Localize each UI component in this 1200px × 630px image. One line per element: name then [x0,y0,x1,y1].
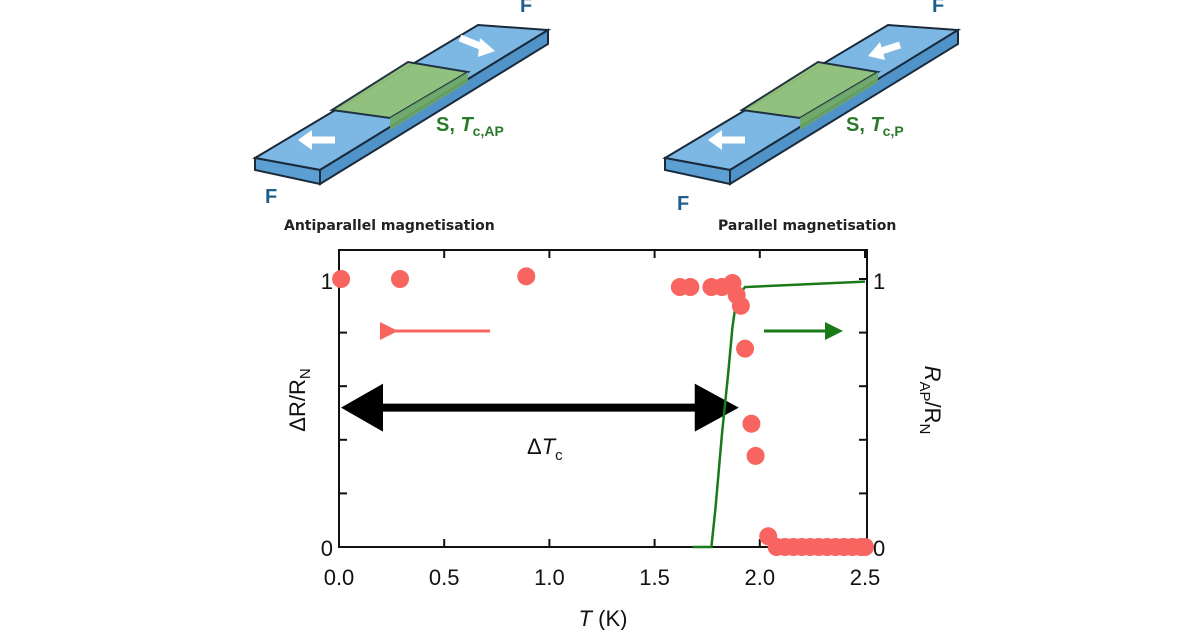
chart: 0.0 0.5 1.0 1.5 2.0 2.5 ΔTc 1 0 1 0 ΔR/RN RAP… [285,249,945,630]
ytick-right-0: 0 [873,536,885,561]
f-label-top: F [932,0,944,17]
data-point [391,270,410,288]
data-point [332,270,351,288]
delta-tc-arrow [341,383,739,432]
parallel-illustration: F F S, Tc,P Parallel magnetisation [662,0,962,234]
xtick-label: 0.5 [429,565,460,590]
y-right-label: RAP/RN [916,366,945,435]
plot-frame [338,249,868,548]
f-label-top: F [520,0,532,17]
ytick-left-1: 1 [321,269,333,294]
delta-tc-label: ΔTc [527,434,563,464]
xtick-label: 2.0 [745,565,776,590]
data-point [856,538,874,556]
data-point [736,339,755,358]
data-point [681,278,700,297]
ytick-left-0: 0 [321,536,333,561]
xtick-label: 1.5 [639,565,670,590]
ytick-right-1: 1 [873,269,885,294]
data-point [746,446,765,465]
xtick-label: 1.0 [534,565,565,590]
caption-parallel: Parallel magnetisation [718,218,896,234]
data-point [742,414,761,433]
arrowhead-left-icon [341,383,383,432]
f-label-bottom: F [677,193,689,215]
f-label-bottom: F [265,186,277,208]
antiparallel-illustration: F F S, Tc,AP Antiparallel magnetisation [252,0,552,234]
arrowhead-right-icon [694,383,739,432]
xtick-label: 0.0 [324,565,355,590]
s-label: S, Tc,P [846,114,904,139]
xtick-label: 2.5 [850,565,881,590]
data-point [731,296,750,315]
data-point [517,267,536,286]
x-axis-label: T (K) [579,606,628,630]
caption-antiparallel: Antiparallel magnetisation [284,218,495,234]
y-left-label: ΔR/RN [285,368,314,431]
s-label: S, Tc,AP [436,114,504,139]
